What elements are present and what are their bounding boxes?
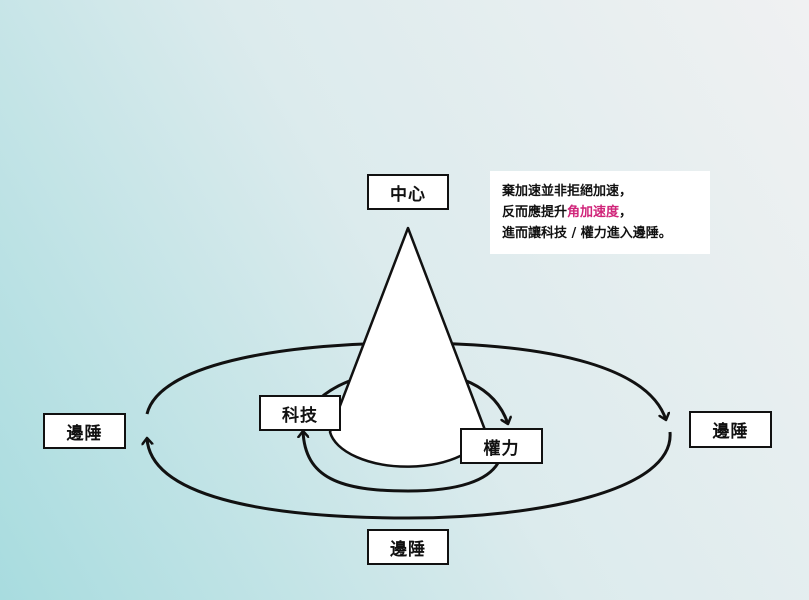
note-line-2: 反而應提升角加速度，	[502, 202, 698, 223]
center-label-box: 中心	[367, 174, 449, 210]
edge-left-label-box: 邊陲	[43, 413, 126, 449]
note-line-1: 棄加速並非拒絕加速，	[502, 184, 633, 199]
tech-label-box: 科技	[259, 395, 341, 431]
note-line-3: 進而讓科技 / 權力進入邊陲。	[502, 226, 672, 241]
note-line-2-suffix: ，	[619, 205, 633, 220]
note-highlight-term: 角加速度	[567, 205, 620, 220]
note-line-2-prefix: 反而應提升	[502, 205, 568, 220]
annotation-note: 棄加速並非拒絕加速， 反而應提升角加速度， 進而讓科技 / 權力進入邊陲。	[490, 171, 710, 254]
edge-right-label-box: 邊陲	[689, 411, 772, 448]
inner-orbit-bottom-arc	[303, 431, 500, 493]
outer-orbit-bottom-arc	[147, 431, 672, 520]
edge-bottom-label-box: 邊陲	[367, 529, 449, 565]
power-label-box: 權力	[460, 428, 543, 464]
